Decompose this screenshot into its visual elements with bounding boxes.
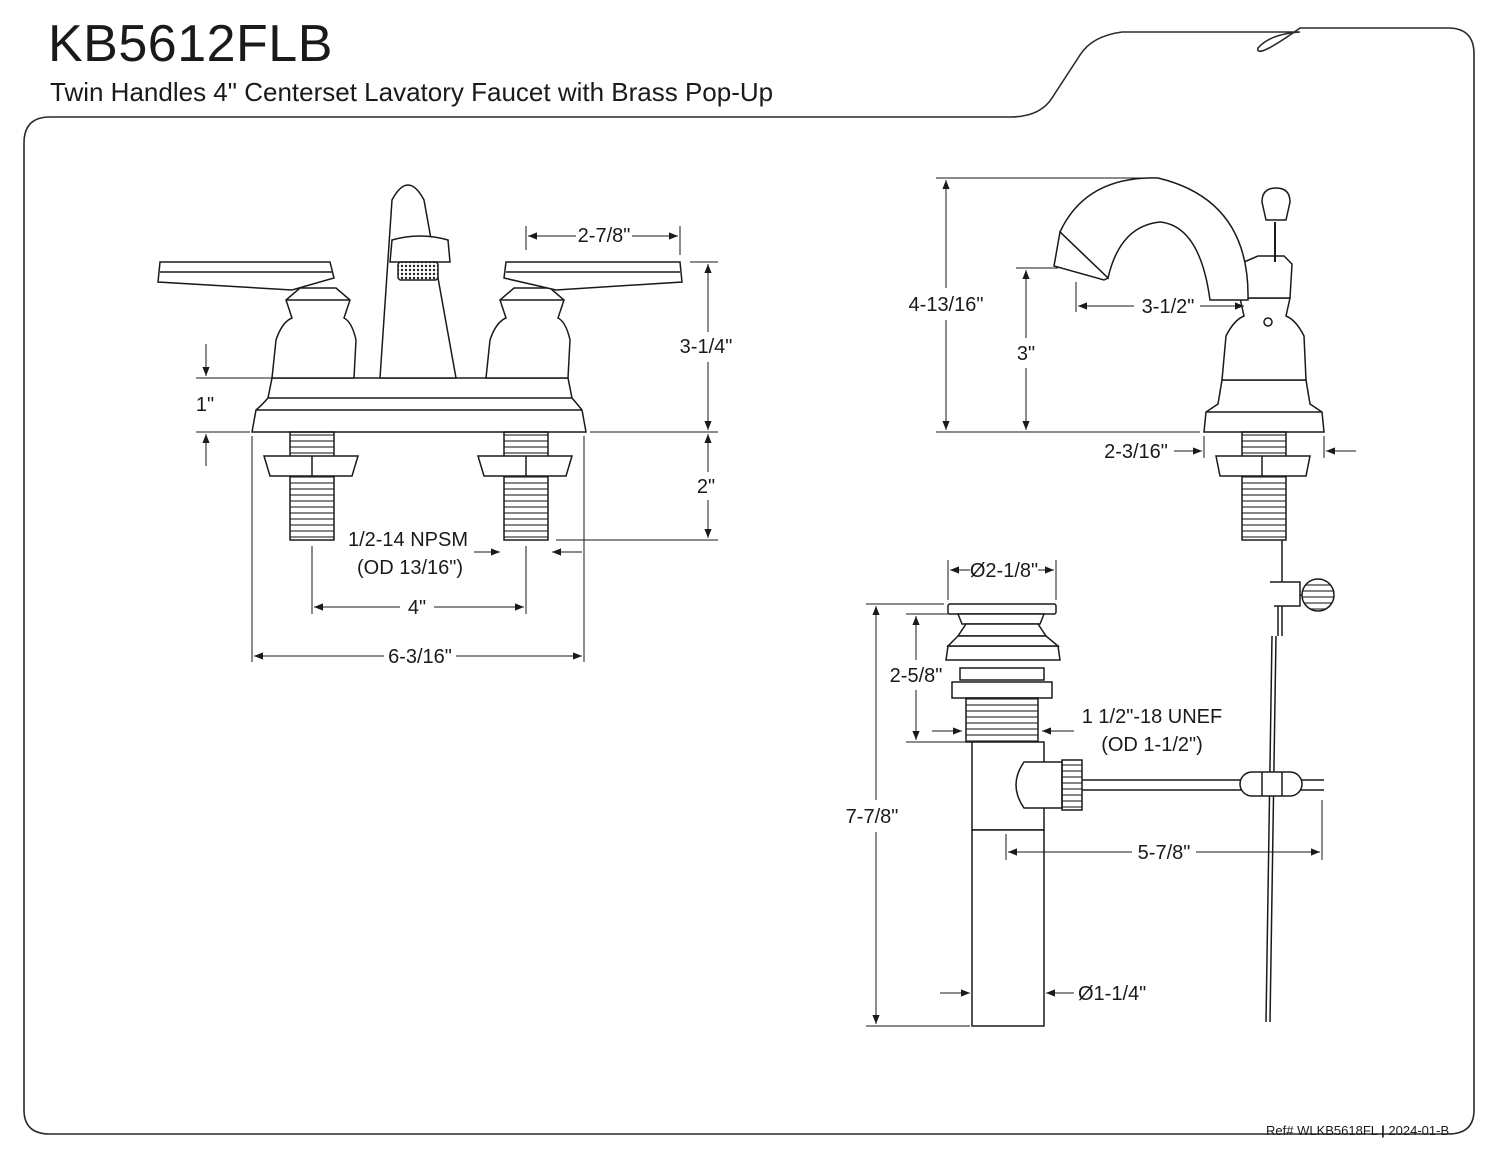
dim-base-depth: 2-3/16" [1104, 441, 1168, 463]
dim-centers: 4" [408, 597, 426, 619]
dim-flange-diameter: Ø2-1/8" [970, 560, 1038, 582]
dim-handle-width: 2-7/8" [578, 225, 631, 247]
pivot-knob-icon [1301, 578, 1335, 612]
model-number: KB5612FLB [48, 15, 333, 73]
product-description: Twin Handles 4" Centerset Lavatory Fauce… [50, 77, 774, 107]
dim-overall-width: 6-3/16" [388, 646, 452, 668]
aerator-icon [397, 261, 439, 281]
dim-shank-length: 2" [697, 476, 715, 498]
side-view-faucet [1053, 177, 1335, 1023]
ref-separator: | [1381, 1123, 1385, 1138]
sheet-border [23, 27, 1475, 1135]
drain-thread-spec-line2: (OD 1-1/2") [1101, 734, 1203, 756]
thread-spec-line1: 1/2-14 NPSM [348, 529, 468, 551]
dim-spout-height: 3" [1017, 343, 1035, 365]
reference-footer: Ref# WLKB5618FL | 2024-01-B [1266, 1123, 1449, 1139]
ref-number: Ref# WLKB5618FL [1266, 1123, 1378, 1138]
dim-handle-height: 3-1/4" [680, 336, 733, 358]
thread-spec-line2: (OD 13/16") [357, 557, 463, 579]
dim-deck-height: 1" [196, 394, 214, 416]
dim-spout-reach: 3-1/2" [1142, 296, 1195, 318]
dim-tail-diameter: Ø1-1/4" [1078, 983, 1146, 1005]
dim-overall-length: 7-7/8" [846, 806, 899, 828]
dim-rod-reach: 5-7/8" [1138, 842, 1191, 864]
drain-thread-spec-line1: 1 1/2"-18 UNEF [1082, 706, 1223, 728]
popup-drain-assembly [945, 603, 1324, 1027]
revision-code: 2024-01-B [1388, 1123, 1450, 1138]
front-view-faucet [157, 184, 683, 541]
dim-overall-height: 4-13/16" [909, 294, 984, 316]
dim-body-height: 2-5/8" [890, 665, 943, 687]
